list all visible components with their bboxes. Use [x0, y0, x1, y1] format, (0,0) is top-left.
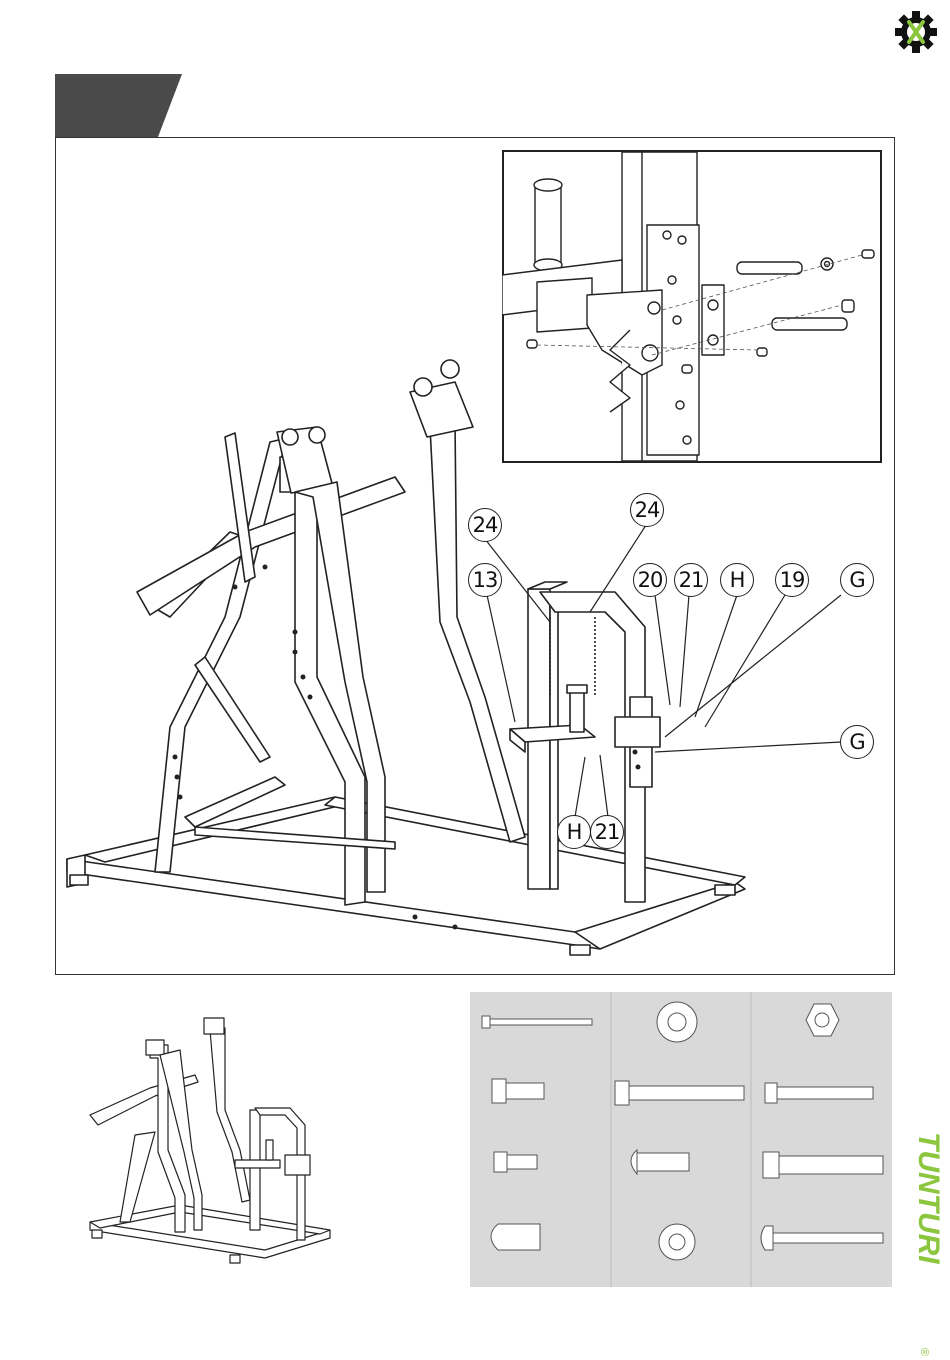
part-spacer-washer [611, 1214, 751, 1287]
part-small-cap-screw [470, 1138, 611, 1214]
callout-13: 13 [468, 563, 502, 597]
brand-registered-mark: ® [918, 1348, 930, 1356]
callout-19: 19 [775, 563, 809, 597]
callout-G-bottom: G [840, 725, 874, 759]
brand-name: TUNTURI [912, 1132, 945, 1264]
part-cap-screw-long [611, 1065, 751, 1138]
callout-24-left: 24 [468, 508, 502, 542]
callout-21-bottom: 21 [590, 815, 624, 849]
overview-drawing [60, 1000, 370, 1280]
tunturi-logo: TUNTURI ® [905, 1130, 950, 1360]
part-button-head-screw [611, 1138, 751, 1214]
part-cap-screw-medium [751, 1065, 892, 1138]
hardware-legend [470, 992, 892, 1287]
part-hex-nut [751, 992, 892, 1065]
part-washer [611, 992, 751, 1065]
callout-24-right: 24 [630, 493, 664, 527]
tool-gear-icon [892, 8, 940, 56]
callout-H-bottom: H [557, 815, 591, 849]
callout-G-top: G [840, 563, 874, 597]
detail-inset-drawing [502, 150, 882, 463]
callout-20: 20 [633, 563, 667, 597]
part-short-cap-screw [470, 1065, 611, 1138]
part-domed-pin [470, 1214, 611, 1287]
part-cap-screw-thick [751, 1138, 892, 1214]
part-carriage-bolt [751, 1214, 892, 1287]
callout-21-top: 21 [674, 563, 708, 597]
step-tab [55, 74, 185, 137]
part-long-bolt [470, 992, 611, 1065]
callout-H-top: H [720, 563, 754, 597]
